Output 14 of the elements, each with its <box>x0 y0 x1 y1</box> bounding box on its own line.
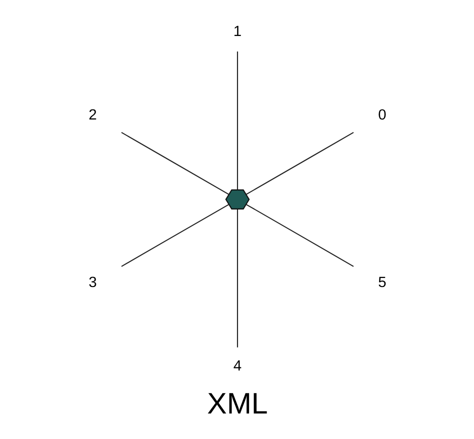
node-text: 3 <box>88 274 96 290</box>
node-text: 5 <box>378 274 386 290</box>
connector <box>236 208 238 347</box>
connector <box>236 50 238 189</box>
caption: XML <box>206 386 268 420</box>
node-text: 1 <box>232 24 242 40</box>
connector <box>245 131 354 194</box>
node-hexagon <box>224 188 250 209</box>
connector <box>120 131 229 194</box>
connector <box>120 203 229 266</box>
node-text: 0 <box>378 107 386 124</box>
node-text: 4 <box>232 358 242 374</box>
connector <box>245 203 354 266</box>
node-text: 2 <box>88 107 96 124</box>
